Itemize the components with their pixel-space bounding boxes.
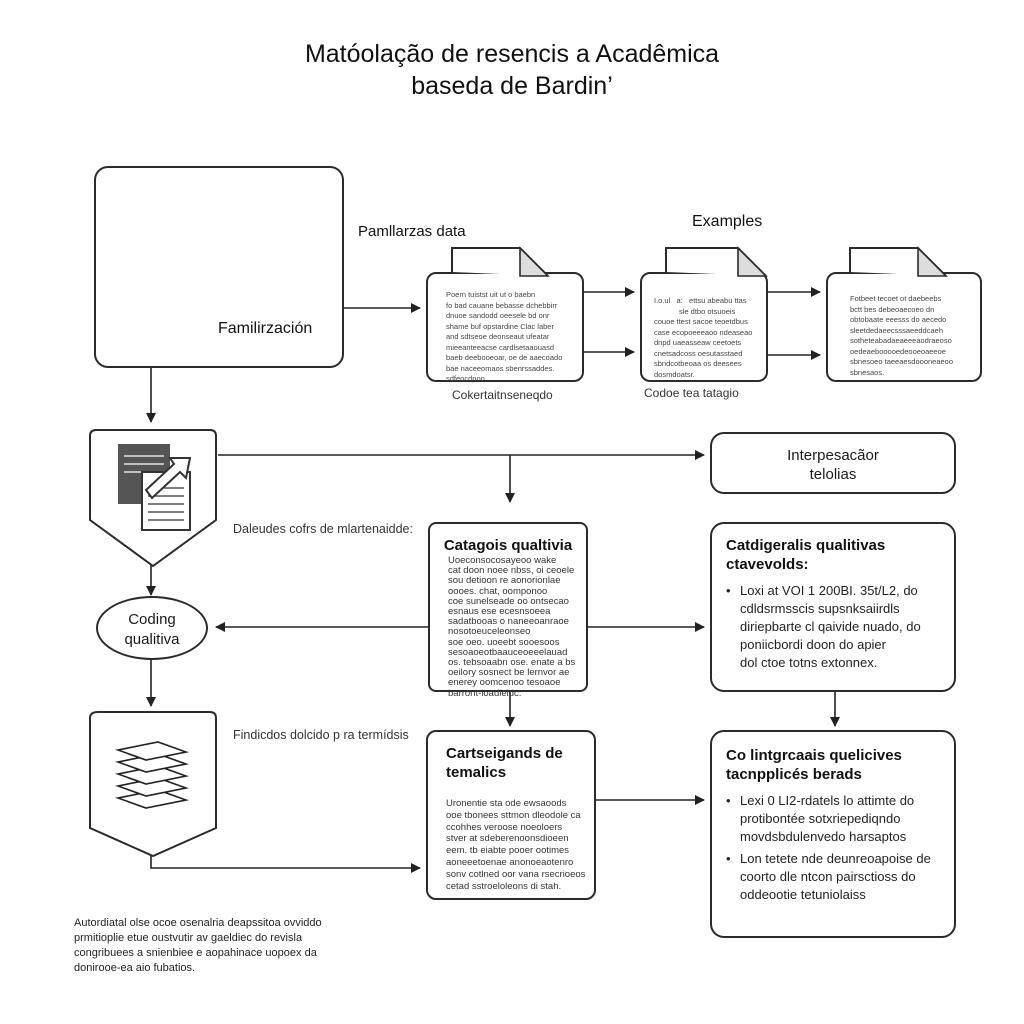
page-subtitle: baseda de Bardin’ bbox=[411, 72, 613, 100]
data-document-1-caption: Cokertaitnseneqdo bbox=[452, 388, 553, 402]
interpretation-box: Interpesacãor telolias bbox=[710, 432, 956, 494]
categorias-right-box: Catdigeralis qualitivas ctavevolds: Loxi… bbox=[710, 522, 956, 692]
example-document-2-text: I.o.ul a: ettsu abeabu ttas sle dtbo ots… bbox=[654, 296, 753, 379]
temas-title: Cartseigands de temalics bbox=[446, 745, 563, 781]
results-bullet-1: Lexi 0 LI2-rdatels lo attimte do protibo… bbox=[726, 792, 944, 846]
categorias-box: Catagois qualtivia Uoeconsocosayeoo wake… bbox=[428, 522, 588, 698]
examples-label: Examples bbox=[692, 213, 763, 230]
categorias-title: Catagois qualtivia bbox=[443, 537, 573, 554]
results-box: Co lintgrcaais quelicives tacnpplicés be… bbox=[710, 730, 956, 938]
categorias-right-bullets: Loxi at VOI 1 200BI. 35t/L2, do cdldsrms… bbox=[726, 582, 944, 672]
example-document-2: I.o.ul a: ettsu abeabu ttas sle dtbo ots… bbox=[640, 272, 768, 382]
coding-label: Coding qualitiva bbox=[124, 611, 180, 648]
example-document-3-text: Fotbeet tecoet ot daebeebs bctt bes debe… bbox=[850, 294, 954, 377]
layers-icon bbox=[115, 741, 189, 809]
categorias-right-title: Catdigeralis qualitivas ctavevolds: bbox=[726, 537, 886, 573]
coding-node: Coding qualitiva bbox=[96, 596, 208, 660]
familiarization-label: Familirzación bbox=[218, 320, 313, 337]
data-document-1: Poern tuistst uit ut o baebn fo bad caua… bbox=[426, 272, 584, 383]
interpretation-label: Interpesacãor telolias bbox=[787, 447, 879, 483]
footnote: Autordiatal olse ocoe osenalria deapssit… bbox=[74, 917, 322, 974]
results-title: Co lintgrcaais quelicives tacnpplicés be… bbox=[726, 747, 902, 783]
documents-icon bbox=[118, 444, 192, 531]
familiarization-data-label: Pamllarzas data bbox=[358, 223, 466, 240]
example-document-3: Fotbeet tecoet ot daebeebs bctt bes debe… bbox=[826, 272, 982, 382]
categorias-body: Uoeconsocosayeoo wake cat doon noee nbss… bbox=[448, 556, 576, 699]
finding-label: Findicdos dolcido p ra termídsis bbox=[233, 728, 409, 742]
dataset-label: Daleudes cofrs de mlartenaidde: bbox=[233, 522, 413, 536]
temas-box: Cartseigands de temalics Uronentie sta o… bbox=[426, 730, 596, 900]
data-document-1-text: Poern tuistst uit ut o baebn fo bad caua… bbox=[446, 290, 563, 383]
example-document-2-caption: Codoe tea tatagio bbox=[644, 386, 739, 400]
results-bullet-2: Lon tetete nde deunreoapoise de coorto d… bbox=[726, 850, 944, 904]
categorias-right-bullet-1: Loxi at VOI 1 200BI. 35t/L2, do cdldsrms… bbox=[726, 582, 944, 672]
familiarization-box bbox=[94, 166, 344, 368]
page-title: Matóolação de resencis a Acadêmica bbox=[304, 40, 720, 68]
results-bullets: Lexi 0 LI2-rdatels lo attimte do protibo… bbox=[726, 792, 944, 904]
temas-body: Uronentie sta ode ewsaoods ooe tbonees s… bbox=[446, 798, 586, 892]
